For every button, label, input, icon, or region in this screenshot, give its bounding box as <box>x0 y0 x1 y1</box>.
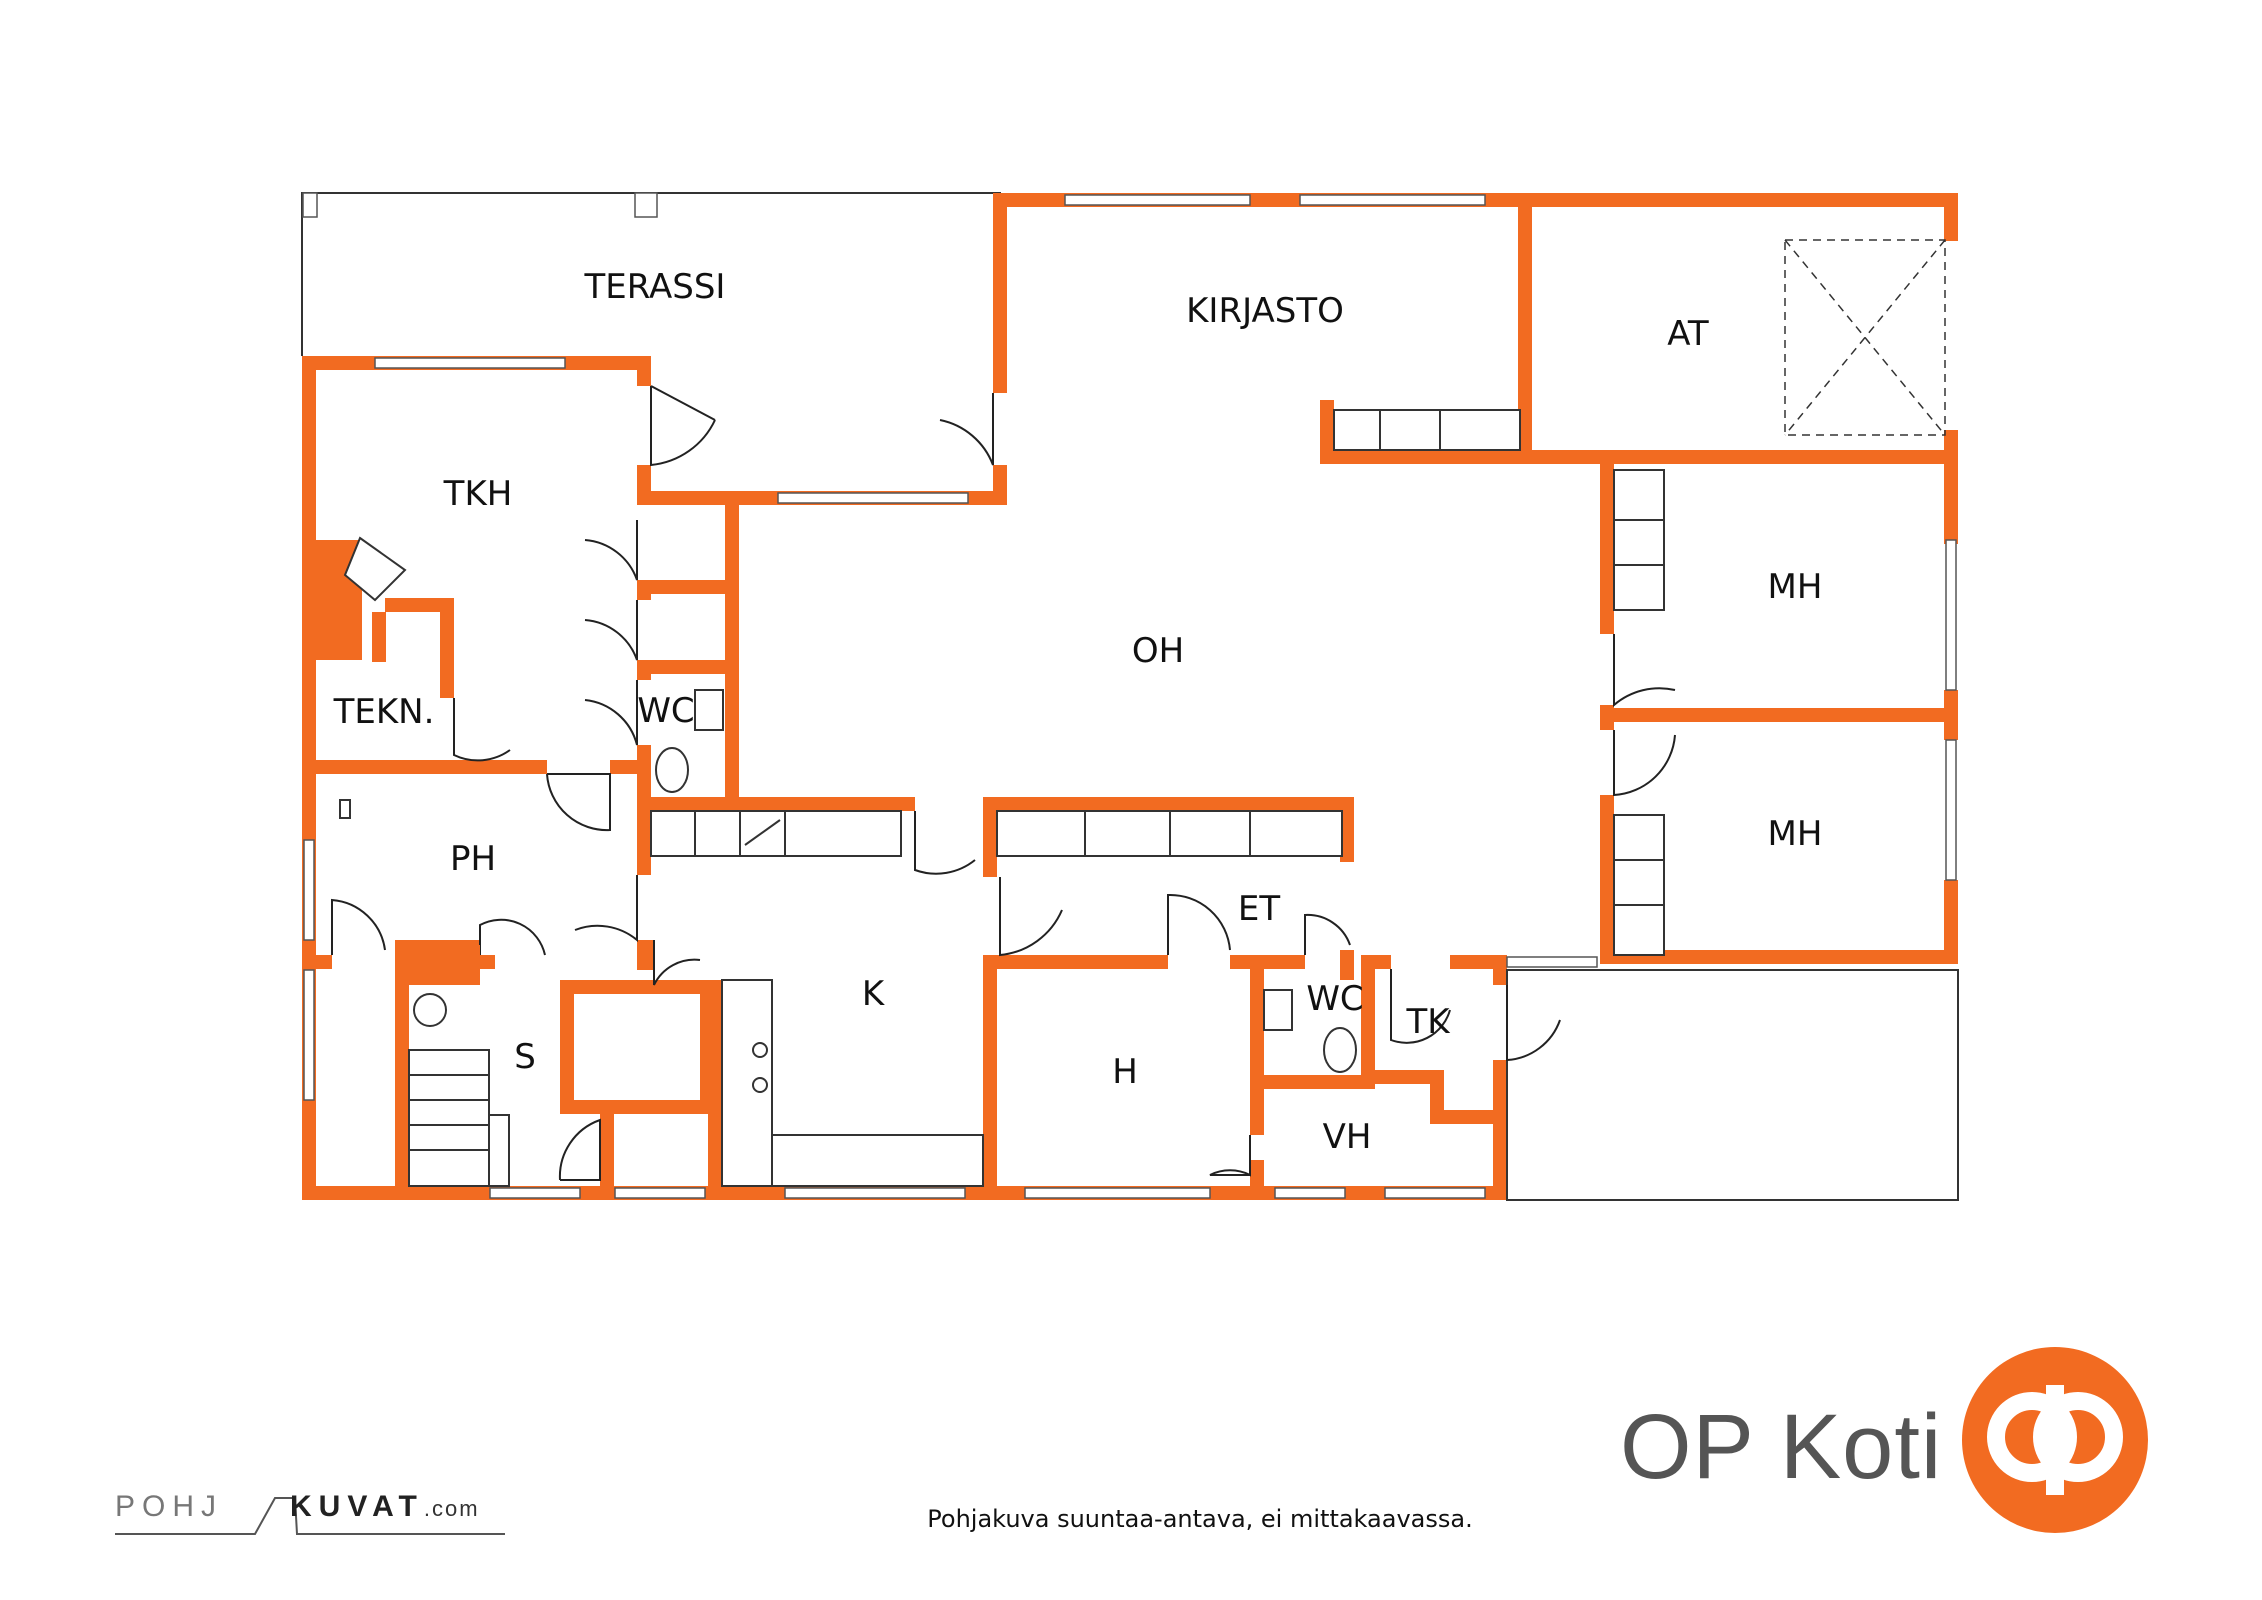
pohjakuvat-logo-lines <box>115 1497 505 1535</box>
op-logo <box>1962 1347 2148 1533</box>
room-label-h: H <box>1112 1052 1138 1092</box>
room-label-vh: VH <box>1323 1117 1372 1157</box>
pohjakuvat-logo-suffix: .com <box>423 1496 480 1521</box>
windows <box>303 194 1957 1199</box>
fixtures <box>339 239 1946 1187</box>
room-label-tkh: TKH <box>443 474 513 514</box>
room-label-kirjasto: KIRJASTO <box>1186 291 1344 331</box>
room-label-s: S <box>514 1037 536 1077</box>
pohjakuvat-logo: POHJ KUVAT.com <box>115 1490 505 1538</box>
room-label-tk: TK <box>1405 1002 1451 1042</box>
doors <box>331 385 1676 1181</box>
room-label-mh-2: MH <box>1768 814 1823 854</box>
room-label-terassi: TERASSI <box>584 267 726 307</box>
room-label-et: ET <box>1238 889 1280 929</box>
room-label-ph: PH <box>450 839 496 879</box>
room-label-oh: OH <box>1132 631 1184 671</box>
room-label-tekn: TEKN. <box>333 692 435 732</box>
room-label-k: K <box>862 974 886 1014</box>
pohjakuvat-logo-left: POHJ <box>115 1490 224 1523</box>
room-labels: TERASSI KIRJASTO AT TKH OH MH MH TEKN. W… <box>333 267 1823 1157</box>
room-label-wc-1: WC <box>637 691 694 731</box>
carport-outline <box>1506 969 1959 1201</box>
walls <box>302 193 1958 1200</box>
room-label-mh-1: MH <box>1768 567 1823 607</box>
room-label-at: AT <box>1667 314 1709 354</box>
disclaimer-caption: Pohjakuva suuntaa-antava, ei mittakaavas… <box>927 1505 1473 1533</box>
brand-name: OP Koti <box>1620 1396 1943 1498</box>
pohjakuvat-logo-right: KUVAT <box>290 1490 424 1523</box>
room-label-wc-2: WC <box>1306 979 1363 1019</box>
